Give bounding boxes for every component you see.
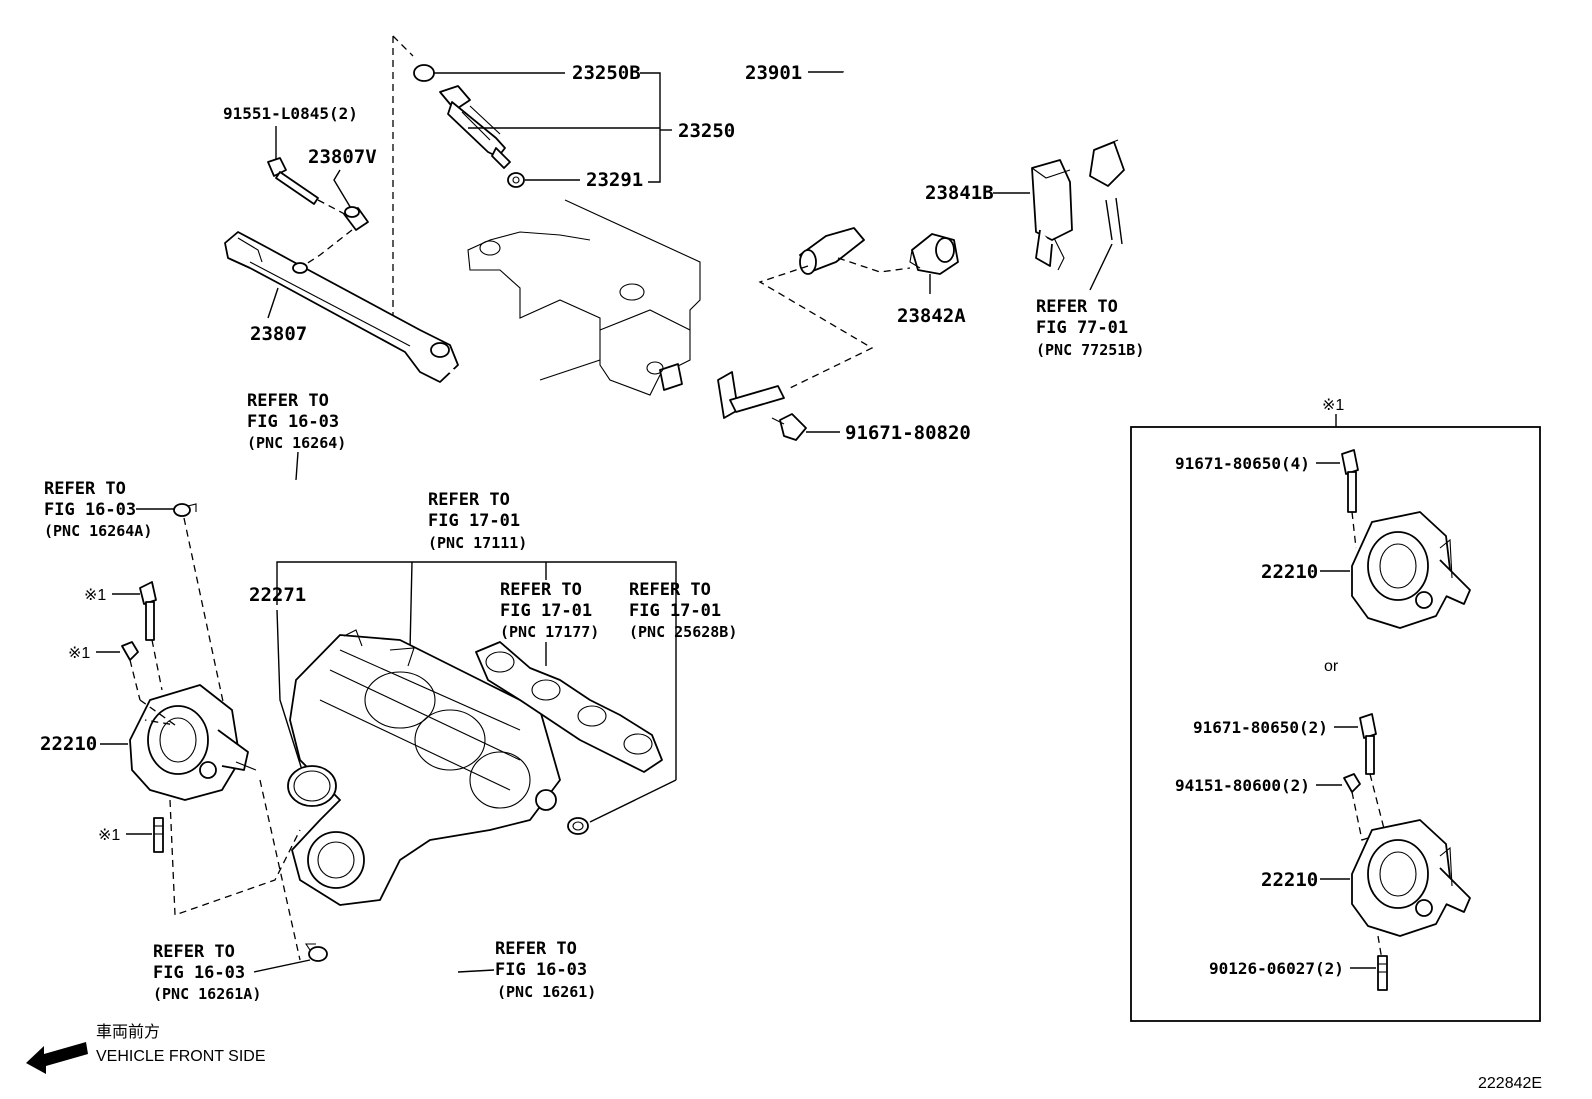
mark-bolt: ※1 <box>84 587 106 604</box>
cylinder-head-sketch <box>467 199 701 396</box>
ref-16264-pnc: (PNC 16264) <box>247 434 346 452</box>
label-94151-80600: 94151-80600(2) <box>1175 776 1310 795</box>
ref-25628B-fig: FIG 17-01 <box>629 601 721 621</box>
label-91671-80650-4: 91671-80650(4) <box>1175 454 1310 473</box>
gasket-ring-manifold[interactable] <box>287 765 337 807</box>
label-90126-06027: 90126-06027(2) <box>1209 959 1344 978</box>
bolt-throttle-left[interactable] <box>139 581 157 641</box>
arrow-left-icon <box>26 1042 88 1074</box>
ref-16261-fig: FIG 16-03 <box>495 960 587 980</box>
ref-16264A-pnc: (PNC 16264A) <box>44 522 152 540</box>
throttle-body-22210-inset-1[interactable] <box>1351 511 1471 629</box>
label-23842A: 23842A <box>897 305 966 327</box>
ref-16264-fig: FIG 16-03 <box>247 412 339 432</box>
fuel-hose-23901[interactable] <box>799 28 1125 275</box>
label-23901: 23901 <box>745 62 802 84</box>
nut-throttle-left[interactable] <box>121 641 139 661</box>
o-ring-23250B[interactable] <box>413 64 435 82</box>
bolt-91551[interactable] <box>267 157 319 205</box>
direction-jp: 車両前方 <box>96 1023 160 1041</box>
ref-17177-pnc: (PNC 17177) <box>500 623 599 641</box>
bolt-91671-80820[interactable] <box>771 413 807 441</box>
ref-77-fig: FIG 77-01 <box>1036 318 1128 338</box>
label-91551: 91551-L0845(2) <box>223 104 358 123</box>
fuel-delivery-rail-23807[interactable] <box>224 231 785 443</box>
clamp-23841B[interactable] <box>1031 159 1073 271</box>
hose-16261[interactable] <box>335 901 540 998</box>
stud-90126-06027[interactable] <box>1377 955 1388 991</box>
mark-nut: ※1 <box>68 645 90 662</box>
ref-77-refer: REFER TO <box>1036 297 1118 317</box>
ref-17177-refer: REFER TO <box>500 580 582 600</box>
label-23807: 23807 <box>250 323 307 345</box>
vent-hose-16264[interactable] <box>166 444 455 495</box>
ref-17177-fig: FIG 17-01 <box>500 601 592 621</box>
throttle-body-22210-left[interactable] <box>129 684 257 801</box>
inset-box-1 <box>1130 426 1541 1022</box>
clip-23842A[interactable] <box>909 233 959 275</box>
ref-17111-refer: REFER TO <box>428 490 510 510</box>
intake-manifold-22271[interactable] <box>289 629 561 906</box>
label-22210-main: 22210 <box>40 733 97 755</box>
stud-throttle-left[interactable] <box>153 817 164 853</box>
ref-25628B-refer: REFER TO <box>629 580 711 600</box>
diagram-id: 222842E <box>1478 1075 1542 1092</box>
label-23250B: 23250B <box>572 62 641 84</box>
label-23250: 23250 <box>678 120 735 142</box>
ref-16261A-pnc: (PNC 16261A) <box>153 985 261 1003</box>
label-22210-inset-1: 22210 <box>1261 561 1318 583</box>
label-23807V: 23807V <box>308 146 377 168</box>
ref-17111-fig: FIG 17-01 <box>428 511 520 531</box>
ref-16261A-refer: REFER TO <box>153 942 235 962</box>
mark-stud: ※1 <box>98 827 120 844</box>
ref-16261-refer: REFER TO <box>495 939 577 959</box>
label-or: or <box>1324 658 1339 675</box>
collar-23807V[interactable] <box>343 206 369 231</box>
fuel-injector-23250[interactable] <box>439 85 511 169</box>
mark-box: ※1 <box>1322 397 1344 414</box>
direction-en: VEHICLE FRONT SIDE <box>96 1048 266 1065</box>
label-22210-inset-2: 22210 <box>1261 869 1318 891</box>
ref-16264A-refer: REFER TO <box>44 479 126 499</box>
label-23291: 23291 <box>586 169 643 191</box>
label-23841B: 23841B <box>925 182 994 204</box>
ref-16261A-fig: FIG 16-03 <box>153 963 245 983</box>
ref-16261-pnc: (PNC 16261) <box>497 983 596 1001</box>
ref-17111-pnc: (PNC 17111) <box>428 534 527 552</box>
gasket-25628B[interactable] <box>567 817 589 835</box>
clip-16264A[interactable] <box>173 503 197 517</box>
ref-25628B-pnc: (PNC 25628B) <box>629 623 737 641</box>
ref-77-pnc: (PNC 77251B) <box>1036 341 1144 359</box>
bolt-91671-80650-4[interactable] <box>1341 449 1359 513</box>
throttle-body-22210-inset-2[interactable] <box>1351 819 1471 937</box>
intake-manifold-gasket-17177[interactable] <box>475 641 663 773</box>
bolt-91671-80650-2[interactable] <box>1359 713 1377 775</box>
ref-16264-refer: REFER TO <box>247 391 329 411</box>
label-91671-80650-2: 91671-80650(2) <box>1193 718 1328 737</box>
insulator-23291[interactable] <box>507 172 525 188</box>
clip-16261A[interactable] <box>304 943 328 962</box>
label-91671-80820: 91671-80820 <box>845 422 971 444</box>
ref-16264A-fig: FIG 16-03 <box>44 500 136 520</box>
nut-94151-80600[interactable] <box>1343 773 1361 793</box>
label-22271: 22271 <box>249 584 306 606</box>
